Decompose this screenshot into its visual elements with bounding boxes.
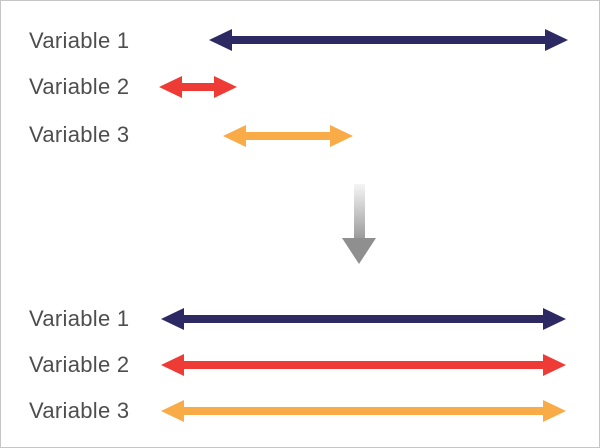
arrow-left-head-icon [161,354,184,376]
arrow-right-head-icon [214,76,237,98]
arrow-right-head-icon [545,29,568,51]
arrow-right-head-icon [543,354,566,376]
after-variable-3-range-arrow [161,399,566,423]
arrow-shaft [184,407,543,415]
before-variable-3-label: Variable 3 [29,122,130,147]
arrow-right-head-icon [543,308,566,330]
before-variable-3-range-arrow [223,124,353,148]
arrow-shaft [182,83,214,91]
down-arrow-icon [342,184,376,264]
arrow-left-head-icon [223,125,246,147]
down-arrow-head [342,238,376,264]
arrow-shaft [246,132,330,140]
arrow-shaft [232,36,545,44]
down-arrow-shaft [353,184,365,238]
arrow-left-head-icon [159,76,182,98]
after-variable-3-label: Variable 3 [29,398,130,423]
before-variable-2-range-arrow [159,75,237,99]
after-variable-2-label: Variable 2 [29,352,130,377]
after-variable-2-range-arrow [161,353,566,377]
arrow-left-head-icon [161,308,184,330]
arrow-right-head-icon [543,400,566,422]
after-variable-1-label: Variable 1 [29,306,130,331]
arrow-shaft [184,315,543,323]
before-variable-2-label: Variable 2 [29,74,130,99]
arrow-shaft [184,361,543,369]
before-variable-1-label: Variable 1 [29,28,130,53]
after-variable-1-range-arrow [161,307,566,331]
before-variable-1-range-arrow [209,28,568,52]
arrow-left-head-icon [161,400,184,422]
arrow-right-head-icon [330,125,353,147]
arrow-left-head-icon [209,29,232,51]
